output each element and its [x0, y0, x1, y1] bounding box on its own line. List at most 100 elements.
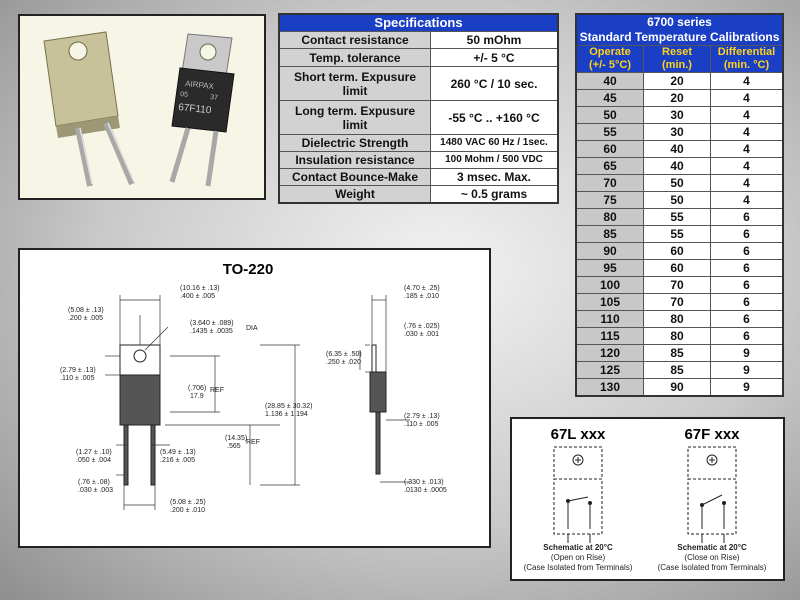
operate-cell: 65: [575, 157, 644, 175]
dim-label: .030 ± .001: [404, 331, 439, 338]
side-view-outline: [369, 344, 387, 475]
schematic-open-on-rise: [553, 446, 603, 543]
dim-label: .200 ± .005: [68, 315, 103, 322]
spec-label: Weight: [278, 185, 431, 203]
schematic-right-title: 67F xxx: [684, 426, 740, 443]
differential-cell: 6: [710, 310, 784, 328]
spec-value: -55 °C .. +160 °C: [430, 100, 559, 135]
dim-label: .216 ± .005: [160, 457, 195, 464]
operate-cell: 115: [575, 327, 644, 345]
differential-cell: 9: [710, 361, 784, 379]
left-caption-3: (Case Isolated from Terminals): [524, 563, 633, 572]
dim-label: 17.9: [190, 393, 204, 400]
marking-code-right: 37: [210, 94, 219, 102]
col-differential-subheader: (min. °C): [723, 59, 770, 71]
left-caption-1: Schematic at 20°C: [543, 543, 613, 552]
reset-cell: 70: [643, 276, 711, 294]
reset-cell: 80: [643, 310, 711, 328]
dim-label: .185 ± .010: [404, 293, 439, 300]
dim-label: .0130 ± .0005: [404, 487, 447, 494]
right-caption-1: Schematic at 20°C: [677, 543, 747, 552]
marking-code-left: 05: [180, 91, 189, 99]
schematic-captions: Schematic at 20°C (Open on Rise) (Case I…: [524, 543, 767, 572]
reset-cell: 40: [643, 157, 711, 175]
dim-label: (.706): [188, 385, 206, 392]
dim-label: (5.08 ± .13): [68, 307, 104, 314]
dim-label: (5.49 ± .13): [160, 449, 196, 456]
dim-label: (14.35): [225, 435, 247, 442]
to220-drawing: TO-220: [18, 248, 491, 548]
differential-cell: 4: [710, 72, 784, 90]
differential-cell: 6: [710, 276, 784, 294]
dim-label: (4.70 ± .25): [404, 285, 440, 292]
reset-cell: 60: [643, 242, 711, 260]
operate-cell: 105: [575, 293, 644, 311]
spec-value: 260 °C / 10 sec.: [430, 66, 559, 101]
dim-label: (.76 ± .08): [78, 479, 110, 486]
dim-label: .1435 ± .0035: [190, 328, 233, 335]
component-front-view: AIRPAX 05 37 67F110: [169, 33, 235, 187]
differential-cell: 6: [710, 225, 784, 243]
operate-cell: 110: [575, 310, 644, 328]
operate-cell: 80: [575, 208, 644, 226]
reset-cell: 60: [643, 259, 711, 277]
calibrations-subtitle: Standard Temperature Calibrations: [579, 30, 780, 44]
differential-cell: 6: [710, 259, 784, 277]
col-differential-header: Differential: [717, 46, 776, 58]
operate-cell: 85: [575, 225, 644, 243]
differential-cell: 4: [710, 89, 784, 107]
marking-part-number: 67F110: [178, 102, 213, 116]
reset-cell: 85: [643, 361, 711, 379]
spec-label: Dielectric Strength: [278, 134, 431, 152]
right-caption-2: (Close on Rise): [684, 553, 739, 562]
reset-cell: 55: [643, 208, 711, 226]
col-reset-subheader: (min.): [662, 59, 692, 71]
spec-value: 50 mOhm: [430, 31, 559, 49]
spec-label: Insulation resistance: [278, 151, 431, 169]
spec-label: Long term. Expusure limit: [278, 100, 431, 135]
differential-cell: 4: [710, 191, 784, 209]
schematics-svg: 67L xxx 67F xxx Schematic at: [524, 426, 767, 572]
dim-label: (28.85 ± 30.32): [265, 403, 312, 410]
dim-label: REF: [210, 387, 224, 394]
reset-cell: 50: [643, 174, 711, 192]
specifications-title: Specifications: [278, 13, 559, 32]
col-reset-header: Reset: [662, 46, 692, 58]
spec-value: +/- 5 °C: [430, 48, 559, 67]
operate-cell: 90: [575, 242, 644, 260]
dim-label: (5.08 ± .25): [170, 499, 206, 506]
differential-cell: 9: [710, 344, 784, 362]
operate-cell: 55: [575, 123, 644, 141]
reset-cell: 90: [643, 378, 711, 397]
dim-label: (.76 ± .025): [404, 323, 440, 330]
component-back-view: [43, 31, 135, 187]
calibrations-title: 6700 series: [647, 15, 712, 29]
dimension-lines: [105, 295, 410, 510]
dim-label: (1.27 ± .10): [76, 449, 112, 456]
spec-label: Contact resistance: [278, 31, 431, 49]
differential-cell: 4: [710, 174, 784, 192]
reset-cell: 80: [643, 327, 711, 345]
dim-label: .030 ± .003: [78, 487, 113, 494]
reset-cell: 20: [643, 89, 711, 107]
dim-label: (3.640 ± .089): [190, 320, 234, 327]
operate-cell: 120: [575, 344, 644, 362]
spec-label: Contact Bounce-Make: [278, 168, 431, 186]
differential-cell: 4: [710, 140, 784, 158]
dim-label: (6.35 ± .50): [326, 351, 362, 358]
dim-label: (2.79 ± .13): [60, 367, 96, 374]
operate-cell: 130: [575, 378, 644, 397]
